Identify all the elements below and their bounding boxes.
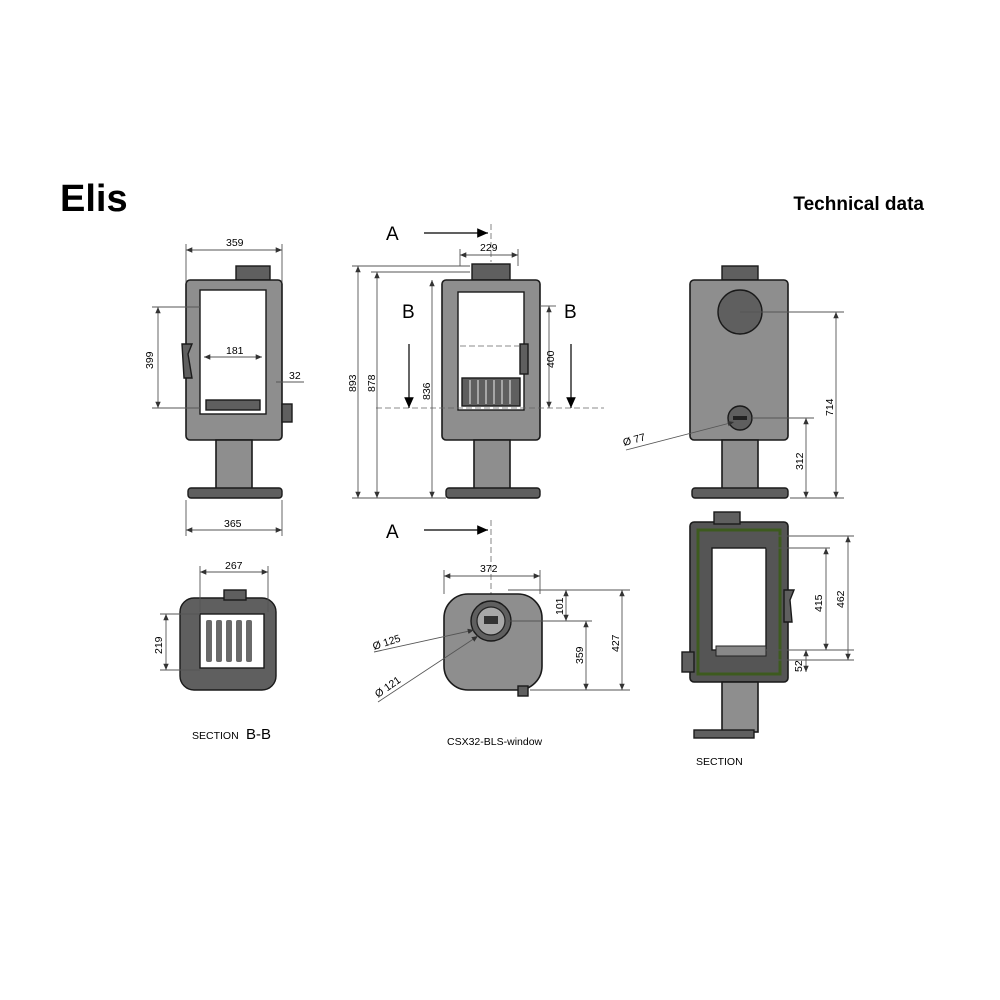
top-view: A 372 101 359 427 Ø 125 Ø 121 CSX32-BLS-… bbox=[371, 520, 630, 748]
door-handle bbox=[519, 343, 529, 375]
caption-section-letters: B-B bbox=[246, 726, 271, 743]
dim-height-400: 400 bbox=[545, 350, 557, 368]
dim-diameter-125: Ø 125 bbox=[371, 633, 402, 653]
dim-diameter-77: Ø 77 bbox=[622, 431, 647, 449]
caption-section-word: SECTION bbox=[192, 730, 239, 742]
dim-offset-52: 52 bbox=[793, 660, 805, 672]
dim-width-372: 372 bbox=[480, 563, 498, 575]
dim-offset-101: 101 bbox=[554, 597, 566, 615]
air-valve bbox=[681, 651, 695, 673]
dim-height-399: 399 bbox=[144, 351, 156, 369]
floor-plate bbox=[691, 487, 789, 499]
dim-height-714: 714 bbox=[824, 398, 836, 416]
front-view: A B B 229 893 878 836 400 bbox=[347, 224, 604, 499]
dim-width-267: 267 bbox=[225, 560, 243, 572]
dim-width-181: 181 bbox=[226, 345, 244, 357]
grate-bars bbox=[206, 620, 252, 662]
dim-flue-229: 229 bbox=[480, 242, 498, 254]
flue-collar bbox=[721, 265, 759, 281]
watermark-cover bbox=[744, 740, 774, 774]
floor-plate bbox=[693, 729, 755, 739]
floor-plate bbox=[187, 487, 283, 499]
pedestal bbox=[215, 439, 253, 491]
air-valve bbox=[281, 403, 293, 423]
flue-collar bbox=[471, 263, 511, 281]
dim-height-415: 415 bbox=[813, 594, 825, 612]
page-title: Elis bbox=[60, 178, 128, 220]
section-b-b: 267 219 SECTION B-B bbox=[153, 560, 277, 743]
dim-width-365: 365 bbox=[224, 518, 242, 530]
section-mark-b-right: B bbox=[564, 302, 577, 323]
section-mark-a-top: A bbox=[386, 224, 399, 245]
dim-depth-359: 359 bbox=[574, 646, 586, 664]
flue-collar bbox=[713, 511, 741, 525]
caption-top-view: CSX32-BLS-window bbox=[447, 736, 543, 748]
firebox-opening bbox=[711, 547, 767, 651]
pedestal bbox=[721, 681, 759, 733]
dim-height-893: 893 bbox=[347, 374, 359, 392]
rear-view: 714 312 Ø 77 bbox=[622, 265, 844, 499]
insulation-lining bbox=[696, 528, 782, 676]
dim-width-359: 359 bbox=[226, 237, 244, 249]
caption-section-a-a: SECTION bbox=[696, 756, 743, 768]
dim-depth-427: 427 bbox=[610, 634, 622, 652]
dim-height-462: 462 bbox=[835, 590, 847, 608]
stove-top bbox=[443, 593, 543, 691]
door-handle bbox=[783, 589, 796, 623]
page-subtitle: Technical data bbox=[793, 194, 924, 215]
floor-plate bbox=[445, 487, 541, 499]
section-mark-b-left: B bbox=[402, 302, 415, 323]
section-a-a: 415 462 52 SECTION bbox=[681, 511, 854, 774]
dim-depth-219: 219 bbox=[153, 636, 165, 654]
dim-height-878: 878 bbox=[366, 374, 378, 392]
log-grate bbox=[461, 377, 521, 407]
pedestal bbox=[721, 439, 759, 491]
glass-window bbox=[199, 289, 267, 415]
dim-height-312: 312 bbox=[794, 452, 806, 470]
door-handle bbox=[181, 343, 194, 379]
dim-offset-32: 32 bbox=[289, 370, 301, 382]
firebed bbox=[715, 645, 767, 657]
glass-base bbox=[205, 399, 261, 411]
dim-height-836: 836 bbox=[421, 382, 433, 400]
flue-collar bbox=[235, 265, 271, 281]
pedestal bbox=[473, 439, 511, 491]
side-view: 359 365 399 181 32 bbox=[144, 237, 304, 536]
rear-tab bbox=[517, 685, 529, 697]
flue-stub bbox=[223, 589, 247, 601]
dim-diameter-121: Ø 121 bbox=[373, 674, 403, 700]
section-mark-a-bottom: A bbox=[386, 522, 399, 543]
